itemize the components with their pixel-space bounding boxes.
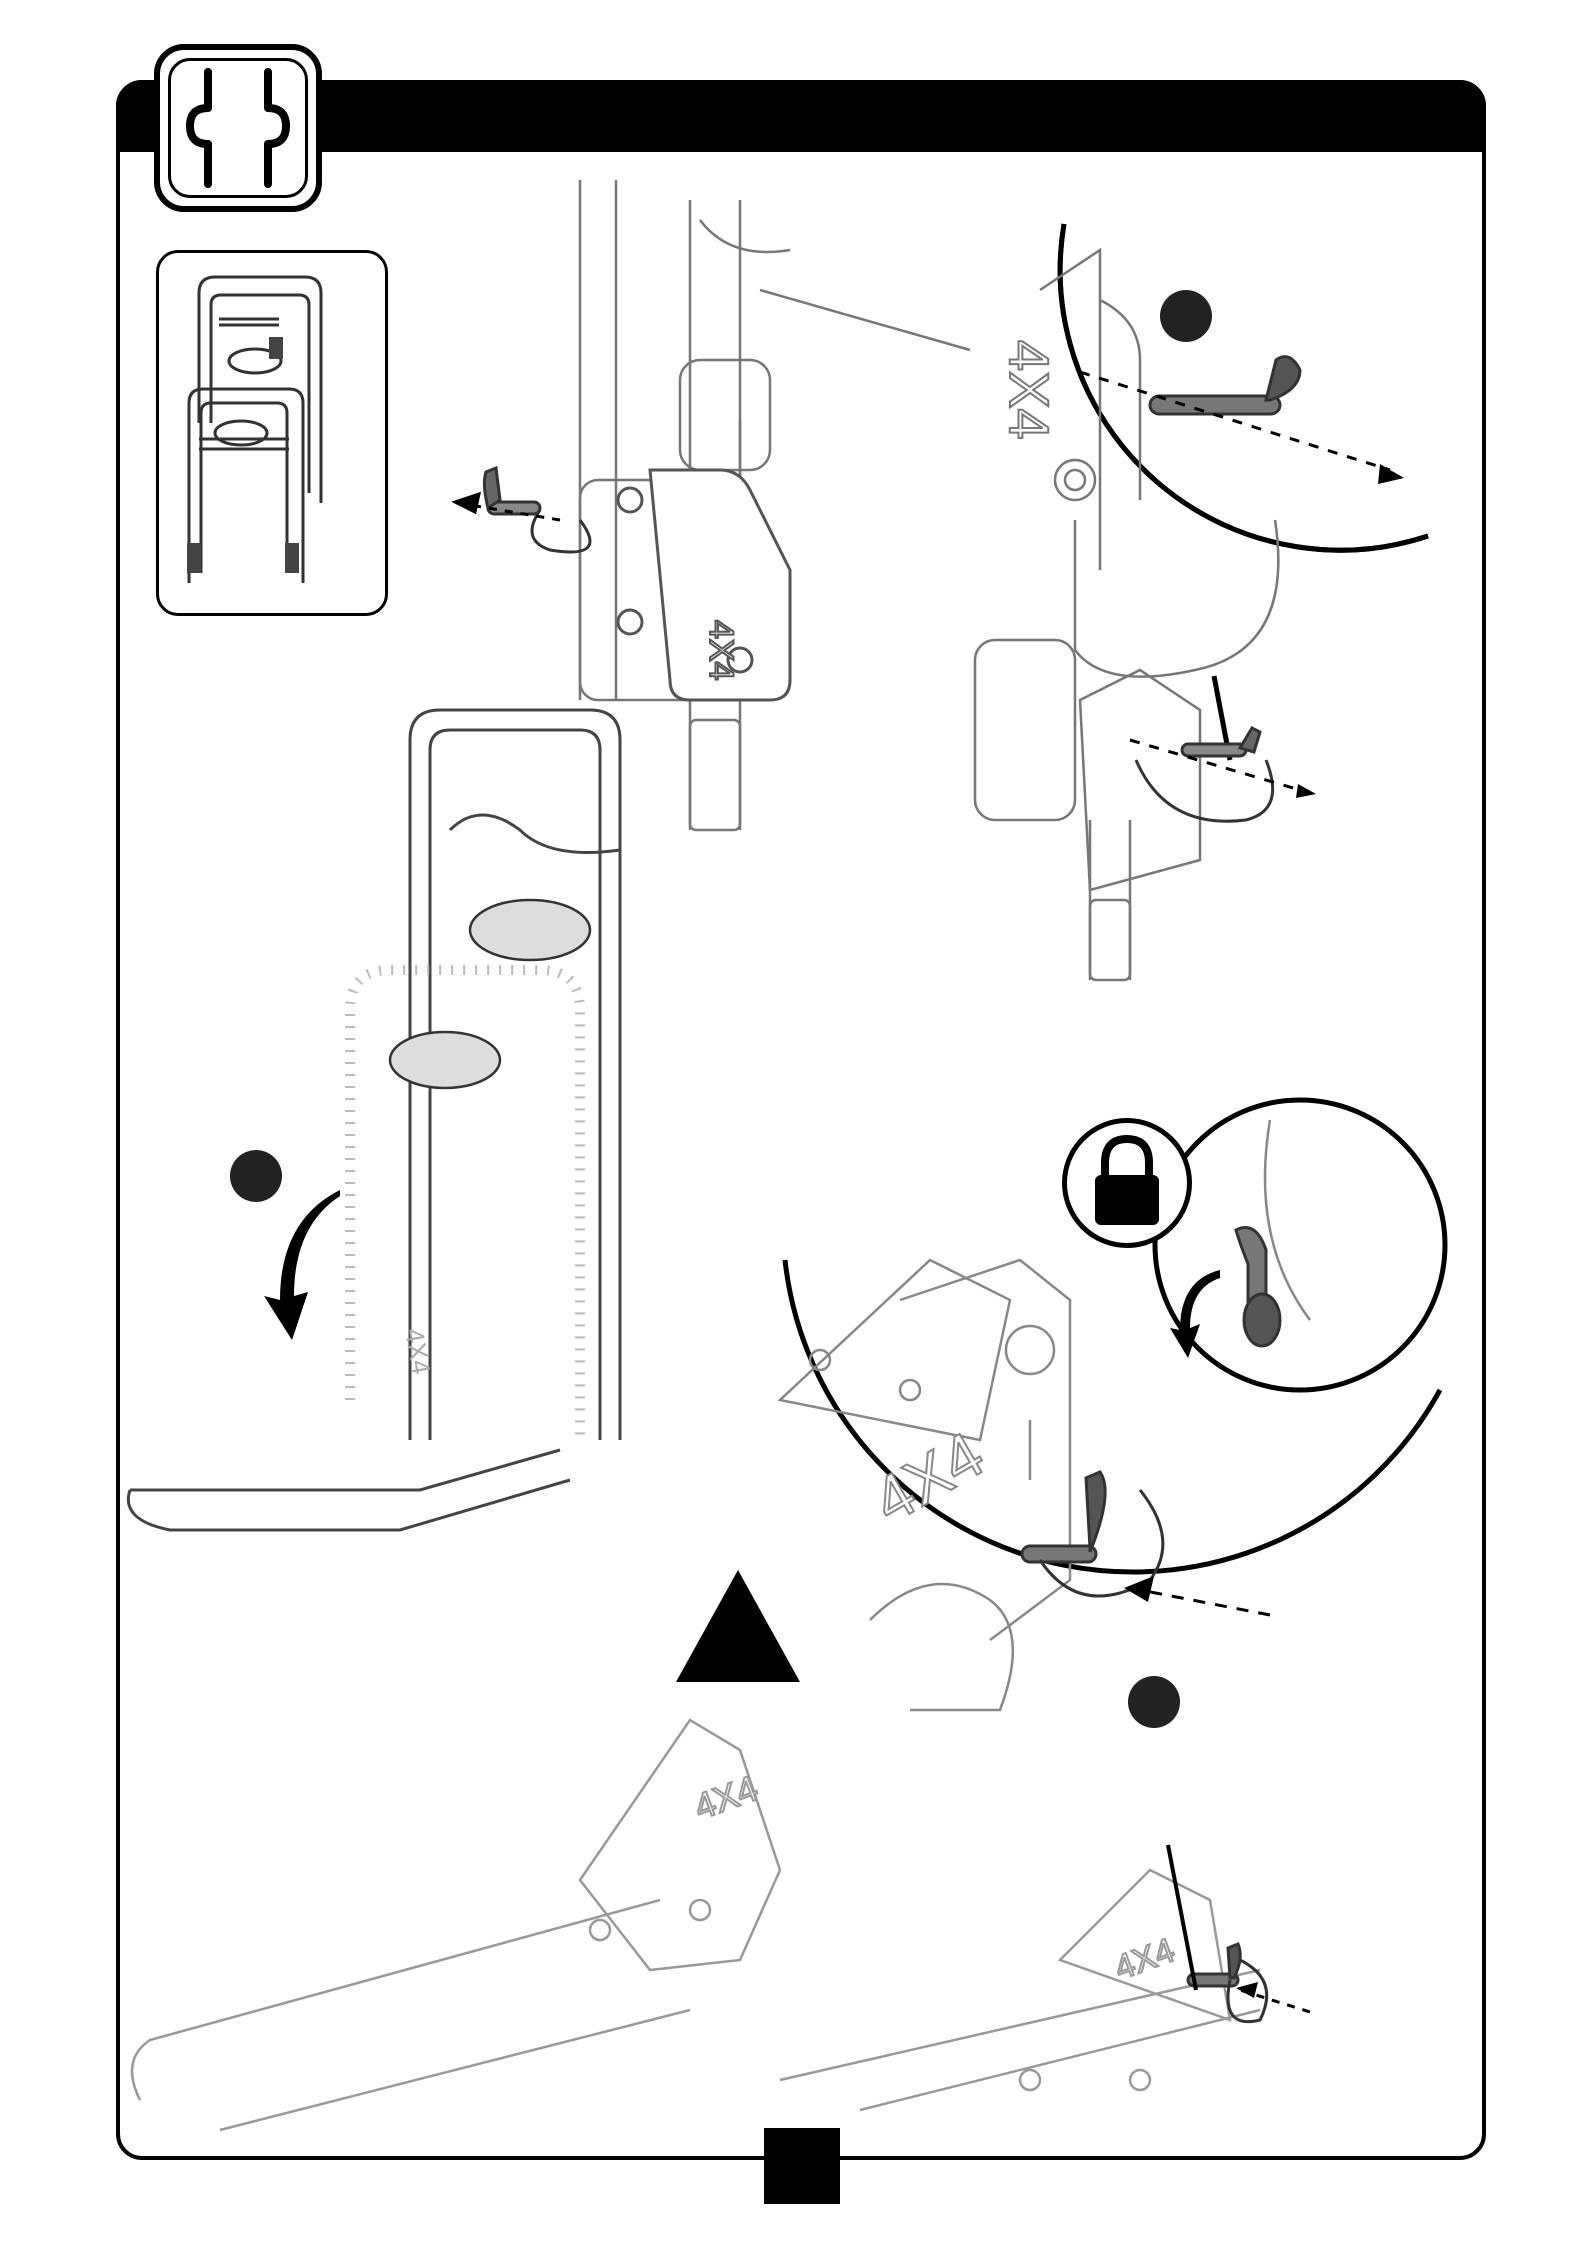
warning-triangle-icon bbox=[676, 1570, 800, 1682]
bike-carrier bbox=[128, 710, 620, 1530]
bottom-left-brand: 4X4 bbox=[689, 1767, 763, 1827]
wheel-holders bbox=[390, 900, 590, 1088]
bottom-right-brand: 4X4 bbox=[1110, 1931, 1180, 1987]
tilt-arrow bbox=[264, 1190, 340, 1340]
pin-left bbox=[484, 468, 590, 552]
zoom-lock bbox=[1155, 1100, 1445, 1390]
zoom-top bbox=[1040, 224, 1428, 760]
step-marker-2 bbox=[230, 1150, 282, 1202]
step-marker-1 bbox=[1160, 290, 1212, 342]
padlock-icon bbox=[1062, 1118, 1192, 1248]
zoom-top-brand: 4X4 bbox=[998, 340, 1061, 440]
bottom-base bbox=[132, 1720, 1260, 2130]
right-rack-detail bbox=[975, 640, 1200, 980]
step-marker-3 bbox=[1128, 1676, 1180, 1728]
page-number bbox=[764, 2128, 840, 2204]
top-rack-brand: 4X4 bbox=[702, 620, 740, 681]
zoom-bottom-brand: 4X4 bbox=[861, 1418, 996, 1537]
